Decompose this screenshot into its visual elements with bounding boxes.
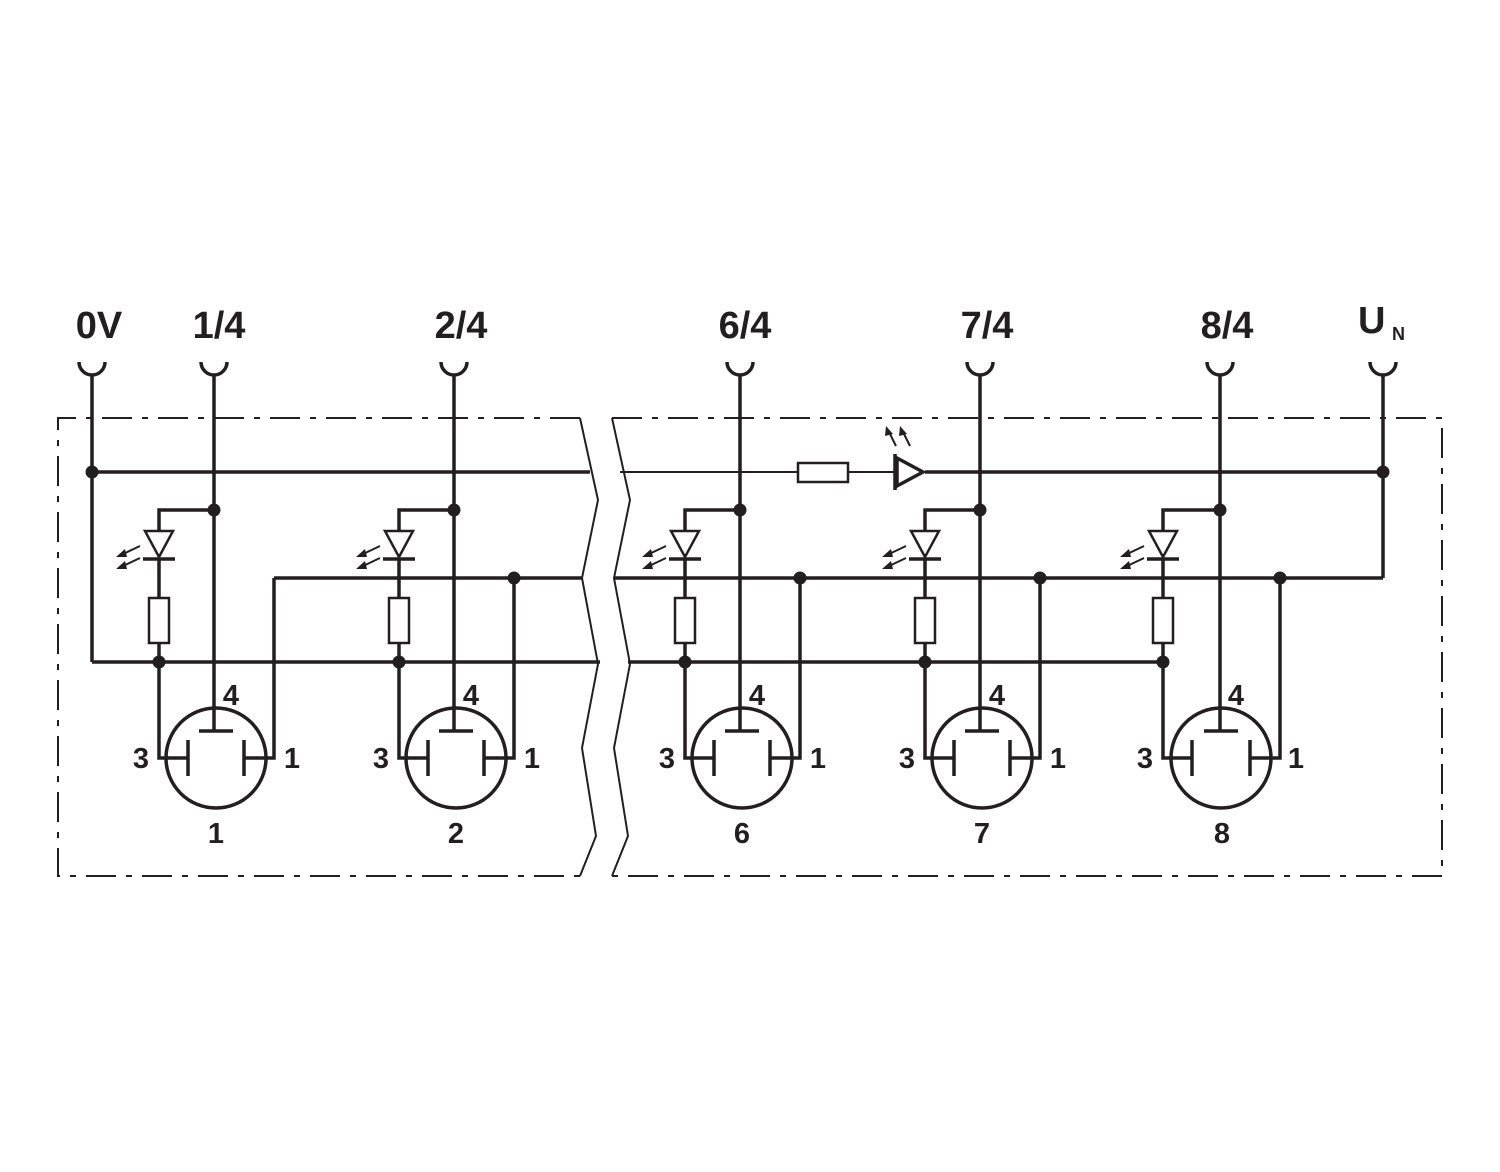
terminal-1-4: 1/4 [193,305,246,377]
feed-wires [90,375,1385,730]
socket-2: 4 3 1 2 [373,680,540,850]
channel-7-led-branch [882,508,980,662]
junction-dots [85,465,1390,669]
terminal-6-4: 6/4 [719,305,772,377]
socket-1-pin-3: 3 [133,743,149,775]
socket-2-pin-4: 4 [463,680,479,712]
socket-7-pin-3: 3 [899,743,915,775]
socket-1: 4 3 1 1 [133,680,300,850]
channel-branches [116,508,1220,662]
socket-2-label: 2 [448,818,464,850]
terminal-un: U N [1358,300,1405,377]
channel-2-led-branch [356,508,454,662]
channel-8-led-branch [1120,508,1220,662]
channel-1-led-branch [116,508,214,662]
socket-1-pin-4: 4 [223,680,239,712]
terminal-2-4: 2/4 [435,305,488,377]
socket-6-pin-1: 1 [810,743,826,775]
terminal-6-4-label: 6/4 [719,305,772,347]
terminal-un-label: U [1358,300,1385,342]
socket-pin-wires [157,578,1282,760]
power-led-icon [885,426,927,490]
socket-2-pin-1: 1 [524,743,540,775]
socket-6-pin-3: 3 [659,743,675,775]
terminal-un-subscript: N [1392,324,1405,344]
socket-8-label: 8 [1214,818,1230,850]
socket-8: 4 3 1 8 [1137,680,1304,850]
socket-7-pin-1: 1 [1050,743,1066,775]
break-symbol [579,417,632,877]
socket-1-pin-1: 1 [284,743,300,775]
terminal-1-4-label: 1/4 [193,305,246,347]
socket-1-label: 1 [208,818,224,850]
socket-6: 4 3 1 6 [659,680,826,850]
terminal-7-4-label: 7/4 [961,305,1014,347]
terminal-8-4-label: 8/4 [1201,305,1254,347]
enclosure-frame [57,417,1443,877]
terminal-0v: 0V [76,305,123,377]
socket-8-pin-3: 3 [1137,743,1153,775]
socket-7-pin-4: 4 [989,680,1005,712]
terminal-0v-label: 0V [76,305,123,347]
channel-6-led-branch [642,508,740,662]
socket-7-label: 7 [974,818,990,850]
terminal-7-4: 7/4 [961,305,1014,377]
socket-6-label: 6 [734,818,750,850]
socket-8-pin-1: 1 [1288,743,1304,775]
socket-2-pin-3: 3 [373,743,389,775]
terminal-8-4: 8/4 [1201,305,1254,377]
power-resistor [796,461,850,484]
socket-8-pin-4: 4 [1228,680,1244,712]
socket-7: 4 3 1 7 [899,680,1066,850]
terminal-2-4-label: 2/4 [435,305,488,347]
socket-6-pin-4: 4 [749,680,765,712]
